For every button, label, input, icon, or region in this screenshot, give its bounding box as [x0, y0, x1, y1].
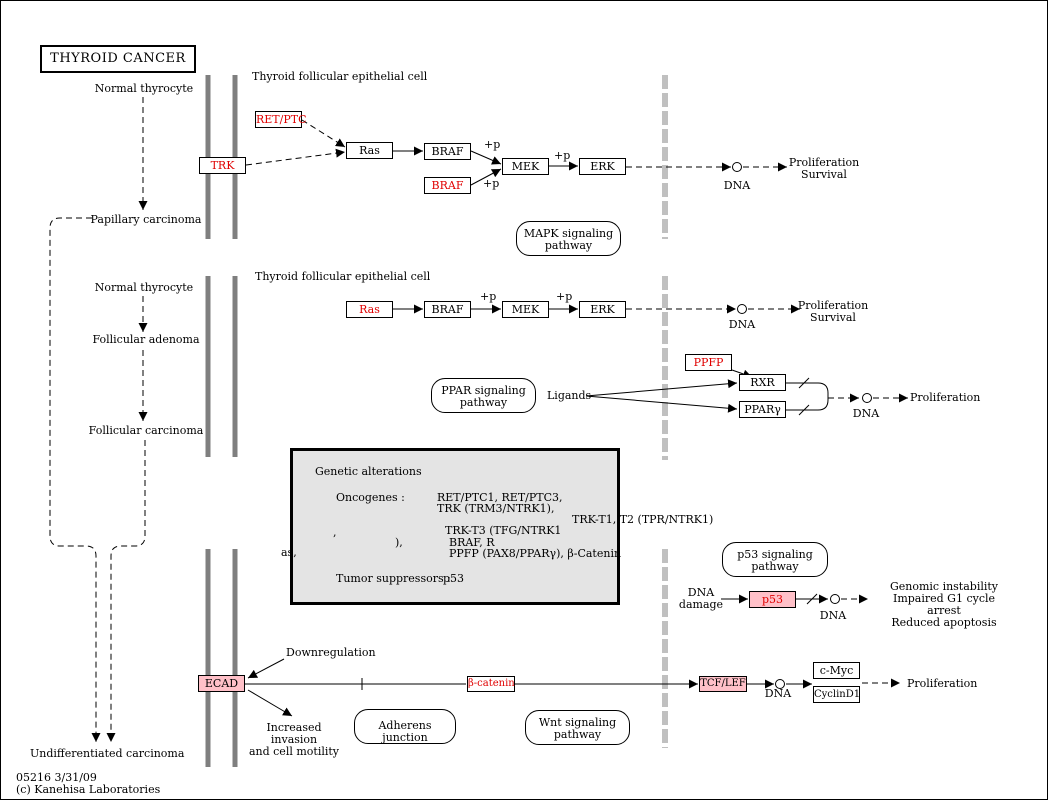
ligands-label: Ligands [547, 389, 592, 402]
invasion-motility-label: Increased invasion and cell motility [248, 721, 340, 758]
label-follicular-adenoma: Follicular adenoma [92, 333, 200, 346]
gene-braf[interactable]: BRAF [424, 301, 471, 318]
phospho-label: +p [484, 138, 501, 151]
outcome-proliferation: Proliferation [907, 677, 978, 690]
oncogenes-text: ), [395, 536, 403, 549]
pathway-link-mapk[interactable]: MAPK signaling pathway [516, 221, 621, 256]
cell-label: Thyroid follicular epithelial cell [255, 270, 431, 283]
dna-damage-label: DNA damage [678, 586, 724, 611]
label-undifferentiated-carcinoma: Undifferentiated carcinoma [30, 747, 185, 760]
gene-p53[interactable]: p53 [749, 591, 796, 608]
phospho-label: +p [554, 149, 571, 162]
downregulation-label: Downregulation [286, 646, 376, 659]
gene-ras-mutant[interactable]: Ras [346, 301, 393, 318]
dna-label: DNA [764, 687, 792, 700]
gene-ecad[interactable]: ECAD [198, 675, 245, 692]
phospho-label: +p [556, 290, 573, 303]
pathway-link-adherens-junction[interactable]: Adherens junction [354, 709, 456, 744]
gene-erk[interactable]: ERK [579, 158, 626, 175]
ppar-arrows [585, 369, 908, 416]
gene-ret-ptc[interactable]: RET/PTC [255, 111, 307, 128]
gene-mek[interactable]: MEK [502, 301, 549, 318]
gene-trk[interactable]: TRK [199, 157, 246, 174]
gene-c-myc[interactable]: c-Myc [813, 662, 860, 679]
mapk-row1-arrows [245, 119, 787, 186]
oncogenes-label: Oncogenes : [336, 491, 405, 504]
oncogenes-text: , [333, 526, 337, 539]
outcome-proliferation-survival: Proliferation Survival [788, 156, 860, 181]
cell-membrane [205, 75, 238, 767]
oncogenes-text: BRAF, R [449, 536, 495, 549]
footer-id: 05216 3/31/09 [16, 771, 97, 784]
label-papillary-carcinoma: Papillary carcinoma [90, 213, 202, 226]
oncogenes-text: PPFP (PAX8/PPARγ), β-Catenin [449, 547, 622, 560]
outcome-proliferation-survival: Proliferation Survival [797, 299, 869, 324]
outcome-genomic-instability: Genomic instability Impaired G1 cycle ar… [889, 580, 999, 629]
dna-label: DNA [852, 407, 880, 420]
cell-label: Thyroid follicular epithelial cell [252, 70, 428, 83]
gene-ppar-gamma[interactable]: PPARγ [739, 401, 786, 418]
footer-copyright: (c) Kanehisa Laboratories [16, 783, 161, 796]
phospho-label: +p [480, 290, 497, 303]
genetic-heading: Genetic alterations [315, 465, 422, 478]
progression-arrows [49, 97, 148, 742]
oncogenes-text: TRK-T3 (TFG/NTRK1 [445, 524, 562, 537]
phospho-label: +p [483, 177, 500, 190]
wnt-arrows [245, 658, 900, 717]
mapk-row2-arrows [393, 304, 800, 314]
page-title: THYROID CANCER [40, 45, 196, 73]
gene-cyclin-d1[interactable]: CyclinD1 [813, 686, 860, 703]
gene-tcf-lef[interactable]: TCF/LEF [699, 676, 747, 692]
gene-ras[interactable]: Ras [346, 142, 393, 159]
gene-erk[interactable]: ERK [579, 301, 626, 318]
pathway-link-ppar[interactable]: PPAR signaling pathway [431, 378, 536, 413]
genetic-alterations-panel [290, 448, 620, 605]
pathway-link-p53[interactable]: p53 signaling pathway [722, 542, 828, 577]
pathway-link-wnt[interactable]: Wnt signaling pathway [525, 710, 630, 745]
dna-label: DNA [723, 179, 751, 192]
label-normal-thyrocyte: Normal thyrocyte [94, 281, 194, 294]
dna-label: DNA [819, 609, 847, 622]
tumor-suppressors-text: p53 [443, 572, 465, 585]
outcome-proliferation: Proliferation [910, 391, 981, 404]
label-follicular-carcinoma: Follicular carcinoma [88, 424, 204, 437]
oncogenes-text: TRK (TRM3/NTRK1), [437, 502, 555, 515]
p53-arrows [721, 593, 868, 605]
tumor-suppressors-label: Tumor suppressors : [336, 572, 451, 585]
dna-label: DNA [728, 318, 756, 331]
gene-beta-catenin[interactable]: β-catenin [467, 676, 515, 692]
gene-braf[interactable]: BRAF [424, 143, 471, 160]
oncogenes-text: as, [281, 546, 297, 559]
label-normal-thyrocyte: Normal thyrocyte [94, 82, 194, 95]
oncogenes-text: RET/PTC1, RET/PTC3, [437, 491, 563, 504]
gene-ppfp[interactable]: PPFP [685, 354, 732, 371]
gene-mek[interactable]: MEK [502, 158, 549, 175]
gene-braf-mutant[interactable]: BRAF [424, 177, 471, 194]
gene-rxr[interactable]: RXR [739, 374, 786, 391]
oncogenes-text: TRK-T1, T2 (TPR/NTRK1) [572, 513, 714, 526]
